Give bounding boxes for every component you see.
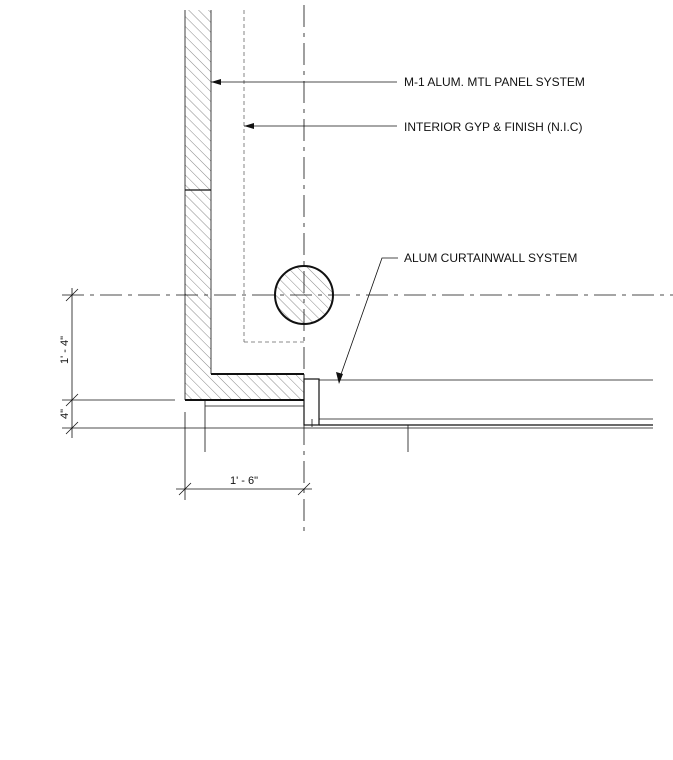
vertical-dimension-upper: 1' - 4"	[59, 336, 71, 364]
curtainwall	[303, 378, 653, 452]
vertical-dimension-lower: 4"	[59, 409, 71, 419]
interior-finish-outline	[243, 10, 304, 343]
curtainwall-mullion	[303, 378, 320, 426]
center-lines	[62, 5, 673, 535]
panel-wall	[184, 10, 305, 401]
panel-system-label: M-1 ALUM. MTL PANEL SYSTEM	[404, 75, 585, 89]
vertical-dimension	[62, 288, 175, 438]
horizontal-dimension	[176, 482, 312, 496]
sill	[62, 400, 653, 500]
interior-finish-label: INTERIOR GYP & FINISH (N.I.C)	[404, 120, 582, 134]
leaders	[211, 79, 398, 384]
curtainwall-label: ALUM CURTAINWALL SYSTEM	[404, 251, 577, 265]
horizontal-dimension-value: 1' - 6"	[230, 475, 258, 487]
